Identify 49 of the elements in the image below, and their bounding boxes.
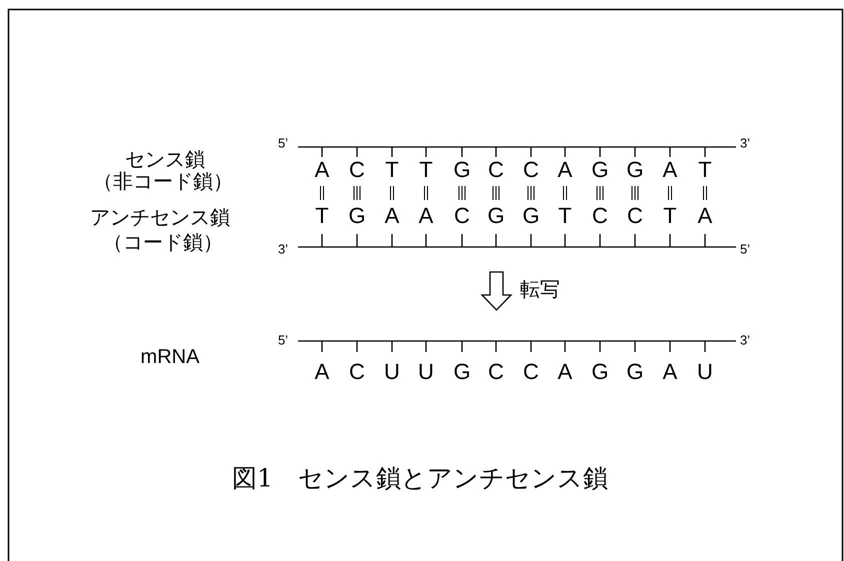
process-label: 転写 (520, 280, 560, 300)
base-letter: C (627, 205, 643, 227)
base-letter: A (558, 159, 572, 181)
base-letter: T (385, 159, 399, 181)
base-letter: G (522, 205, 540, 227)
base-letter: C (488, 159, 504, 181)
base-letter: T (558, 205, 572, 227)
base-letter: A (662, 159, 678, 181)
base-letter: U (697, 361, 713, 383)
strand-end-label: 5’ (278, 136, 288, 150)
base-letter: G (626, 159, 644, 181)
strand-label: （コード鎖） (103, 233, 223, 253)
base-letter: C (523, 159, 539, 181)
base-letter: G (626, 361, 644, 383)
strand-label: センス鎖 (125, 150, 205, 170)
base-letter: T (663, 205, 677, 227)
base-letter: A (558, 361, 572, 383)
base-letter: U (418, 361, 434, 383)
base-letter: C (592, 205, 608, 227)
base-letter: T (698, 159, 712, 181)
strand-label: mRNA (140, 347, 200, 367)
base-letter: G (348, 205, 366, 227)
strand-label: （非コード鎖） (93, 172, 233, 192)
strand-end-label: 3’ (740, 334, 750, 346)
base-letter: C (523, 361, 539, 383)
base-letter: A (698, 205, 712, 227)
base-letter: A (384, 205, 400, 227)
base-letter: A (662, 361, 678, 383)
base-letter: G (591, 361, 609, 383)
strand-end-label: 5’ (278, 334, 288, 346)
base-letter: G (591, 159, 609, 181)
strand-end-label: 3’ (740, 136, 750, 150)
base-letter: U (384, 361, 400, 383)
base-letter: T (419, 159, 433, 181)
base-letter: G (487, 205, 505, 227)
base-letter: C (454, 205, 470, 227)
strand-label: アンチセンス鎖 (90, 208, 230, 228)
base-letter: A (314, 159, 330, 181)
base-letter: C (349, 159, 365, 181)
strand-end-label: 5’ (740, 242, 750, 256)
strand-end-label: 3’ (278, 242, 288, 256)
base-letter: C (349, 361, 365, 383)
base-letter: G (453, 159, 471, 181)
base-letter: T (315, 205, 329, 227)
base-letter: G (453, 361, 471, 383)
base-letter: C (488, 361, 504, 383)
caption: 図1 センス鎖とアンチセンス鎖 (232, 466, 608, 490)
base-letter: A (314, 361, 330, 383)
base-letter: A (418, 205, 434, 227)
